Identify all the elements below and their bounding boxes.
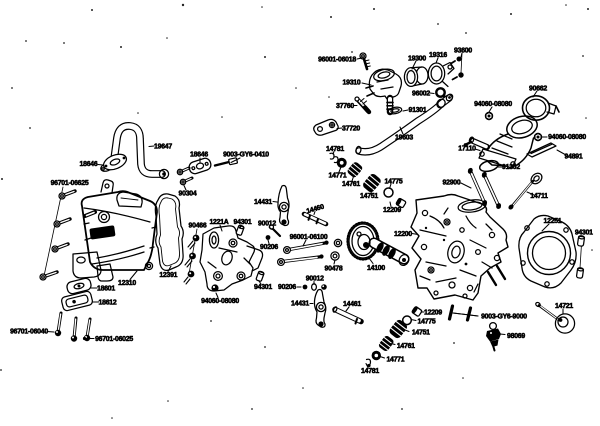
svg-text:14751: 14751 [360,193,378,200]
svg-text:96001-06018: 96001-06018 [318,56,356,63]
svg-text:18601: 18601 [97,285,115,292]
svg-text:90206: 90206 [260,244,278,251]
svg-text:94060-08080: 94060-08080 [548,134,586,141]
svg-text:12310: 12310 [118,280,136,287]
svg-text:14721: 14721 [555,303,573,310]
svg-text:14431: 14431 [291,301,309,308]
svg-text:91301: 91301 [409,107,427,114]
svg-text:14711: 14711 [530,193,548,200]
svg-text:94301: 94301 [575,230,593,237]
svg-text:KYMCO: KYMCO [94,230,112,237]
svg-text:14771: 14771 [329,173,347,180]
svg-text:18612: 18612 [99,299,117,306]
svg-text:12251: 12251 [544,218,562,225]
svg-text:96701-06625: 96701-06625 [51,180,89,187]
svg-text:14775: 14775 [385,178,403,185]
svg-text:14771: 14771 [386,356,404,363]
svg-text:90012: 90012 [258,220,276,227]
svg-text:12200: 12200 [394,231,412,238]
svg-text:90662: 90662 [529,85,547,92]
svg-text:90478: 90478 [325,265,343,272]
svg-text:94301: 94301 [254,284,272,291]
svg-text:37760: 37760 [336,103,354,110]
svg-text:18646: 18646 [80,161,98,168]
svg-text:1221A: 1221A [209,219,228,226]
svg-text:14761: 14761 [397,343,415,350]
svg-text:94301: 94301 [234,219,252,226]
svg-text:94060-08080: 94060-08080 [474,101,512,108]
svg-text:18646: 18646 [190,151,208,158]
svg-text:14100: 14100 [367,265,385,272]
svg-text:19310: 19310 [343,79,361,86]
svg-text:17110: 17110 [458,145,476,152]
svg-text:93600: 93600 [454,47,472,54]
svg-text:37720: 37720 [342,125,360,132]
svg-text:14431: 14431 [254,199,272,206]
svg-text:19300: 19300 [408,55,426,62]
svg-text:14781: 14781 [361,368,379,375]
svg-text:96701-06025: 96701-06025 [95,336,133,343]
svg-text:14751: 14751 [412,330,430,337]
svg-text:12391: 12391 [159,272,177,279]
svg-text:96701-06040: 96701-06040 [10,328,48,335]
svg-text:94060-08080: 94060-08080 [201,298,239,305]
svg-text:12209: 12209 [424,310,442,317]
svg-text:90206: 90206 [278,284,296,291]
svg-text:96001-06100: 96001-06100 [290,234,328,241]
svg-text:14775: 14775 [418,318,436,325]
svg-text:12209: 12209 [383,207,401,214]
svg-text:94891: 94891 [565,153,583,160]
svg-text:14761: 14761 [342,181,360,188]
svg-text:14781: 14781 [326,146,344,153]
svg-text:91302: 91302 [502,164,520,171]
svg-text:90304: 90304 [179,190,197,197]
svg-text:19316: 19316 [429,52,447,59]
svg-text:98069: 98069 [507,333,525,340]
svg-text:90012: 90012 [306,276,324,283]
svg-text:19603: 19603 [395,134,413,141]
svg-text:9003-GY6-9000: 9003-GY6-9000 [481,314,527,321]
svg-text:19647: 19647 [154,143,172,150]
svg-text:90466: 90466 [189,222,207,229]
svg-text:9003-GY6-0410: 9003-GY6-0410 [223,151,269,158]
svg-text:92900: 92900 [443,179,461,186]
svg-text:14461: 14461 [343,301,361,308]
svg-text:96002: 96002 [412,90,430,97]
